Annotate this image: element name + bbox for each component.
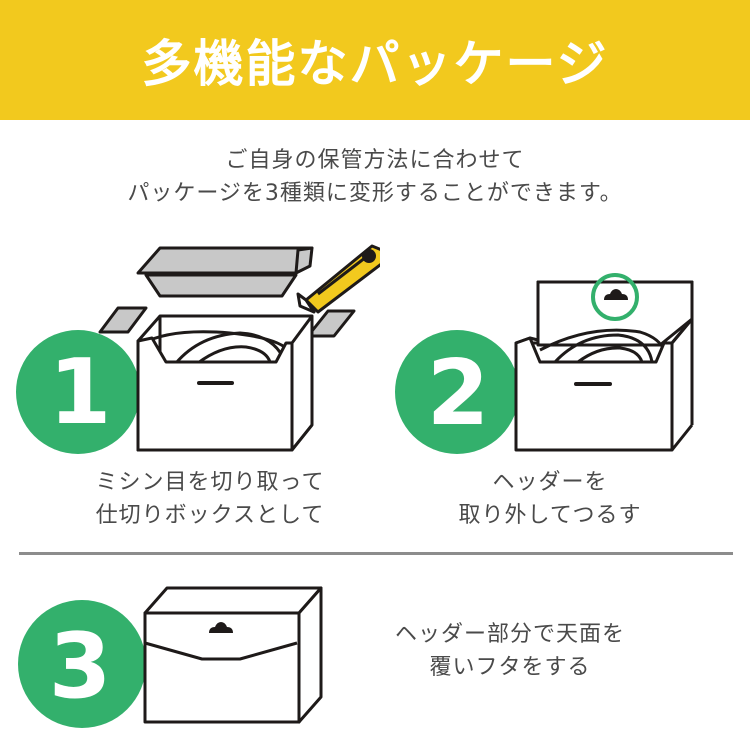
step-3-number: 3 [49, 614, 112, 719]
intro-text: ご自身の保管方法に合わせて パッケージを3種類に変形することができます。 [0, 144, 750, 210]
step-1-caption-line-1: ミシン目を切り取って [95, 470, 325, 495]
step-3-caption-line-1: ヘッダー部分で天面を [394, 622, 625, 647]
step-2-caption-line-2: 取り外してつるす [458, 503, 642, 528]
closed-box-icon [143, 586, 323, 724]
step-3-caption-line-2: 覆いフタをする [429, 655, 591, 680]
step-3-caption: ヘッダー部分で天面を 覆いフタをする [360, 618, 660, 684]
step-3-illustration: 3 [18, 586, 323, 728]
step-1-caption-line-2: 仕切りボックスとして [95, 503, 325, 528]
intro-line-1: ご自身の保管方法に合わせて [225, 148, 525, 173]
step-2-caption: ヘッダーを 取り外してつるす [400, 466, 700, 532]
step-1-caption: ミシン目を切り取って 仕切りボックスとして [60, 466, 360, 532]
step-1-number-badge: 1 [16, 330, 140, 454]
hang-hole-icon [209, 622, 233, 633]
step-2-illustration: 2 [395, 273, 694, 454]
cut-flap-icon [98, 306, 356, 338]
open-box-icon [136, 314, 314, 452]
step-2-caption-line-1: ヘッダーを [492, 470, 608, 495]
step-3-number-badge: 3 [18, 600, 146, 728]
cutter-knife-icon [296, 244, 380, 314]
step-2-number: 2 [427, 341, 490, 446]
intro-line-2: パッケージを3種類に変形することができます。 [127, 181, 623, 206]
tray-icon [136, 246, 314, 298]
hang-hole-icon [591, 273, 639, 321]
step-1-number: 1 [49, 340, 112, 445]
section-divider [19, 552, 733, 555]
page-title: 多機能なパッケージ [141, 35, 609, 93]
step-1-illustration: 1 [16, 244, 380, 454]
step-2-number-badge: 2 [395, 330, 519, 454]
header-banner: 多機能なパッケージ [0, 0, 750, 120]
hanging-box-icon [514, 280, 694, 452]
